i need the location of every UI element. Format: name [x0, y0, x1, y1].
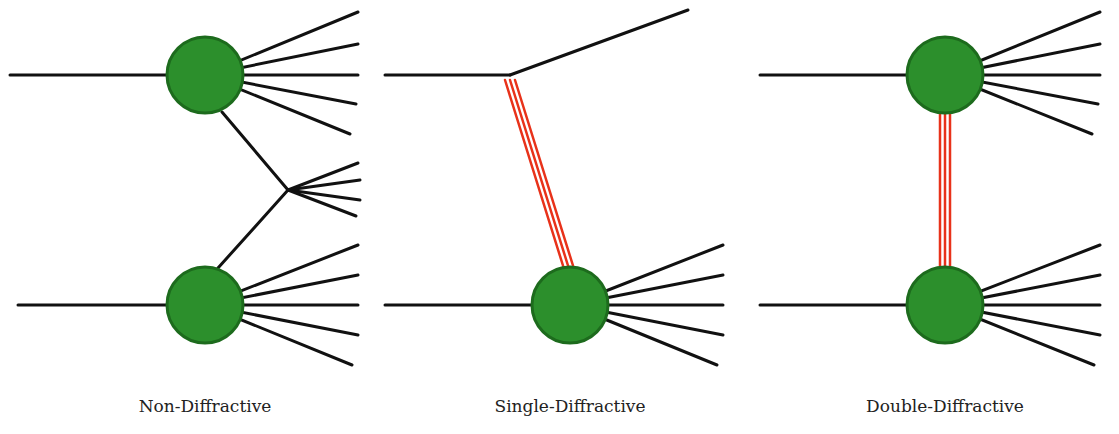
caption-label: Non-Diffractive — [139, 396, 272, 416]
incoming-particle — [385, 74, 510, 77]
pomeron-line — [505, 80, 565, 272]
dissociation-blob — [167, 267, 243, 343]
central-jet — [288, 180, 360, 190]
pomeron-line — [949, 110, 952, 272]
central-jet — [288, 190, 356, 216]
pomeron-line — [944, 110, 947, 272]
pomeron-line — [510, 80, 570, 272]
scattered-particle — [510, 10, 688, 75]
dissociation-blob — [907, 267, 983, 343]
caption-label: Double-Diffractive — [866, 396, 1024, 416]
dissociation-blob — [167, 37, 243, 113]
caption-label: Single-Diffractive — [494, 396, 645, 416]
pomeron-line — [939, 110, 942, 272]
non-diffractive-panel — [10, 12, 360, 365]
exchanged-parton — [222, 112, 288, 190]
dissociation-blob — [907, 37, 983, 113]
exchanged-parton — [218, 190, 288, 268]
pomeron-line — [515, 80, 575, 272]
dissociation-blob — [532, 267, 608, 343]
double-diffractive-panel — [760, 12, 1100, 365]
single-diffractive-panel — [385, 10, 723, 365]
